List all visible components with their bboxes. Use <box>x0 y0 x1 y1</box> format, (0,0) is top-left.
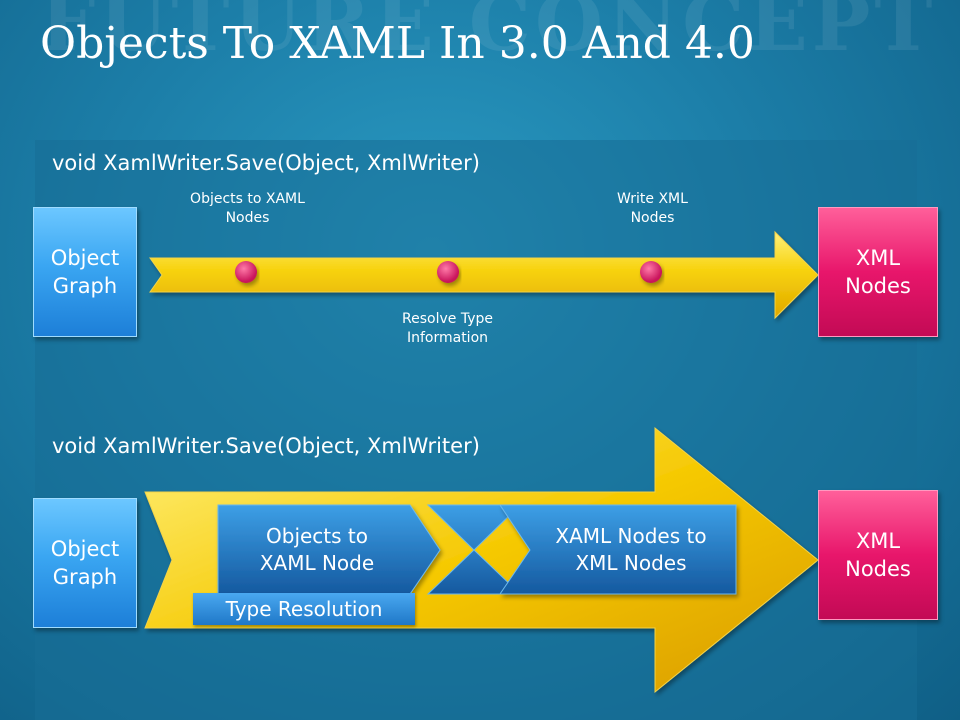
top-object-graph-box: Object Graph <box>33 207 137 337</box>
step-label-3: Write XML Nodes <box>617 191 688 226</box>
top-method-signature: void XamlWriter.Save(Object, XmlWriter) <box>52 151 480 175</box>
slide-title: Objects To XAML In 3.0 And 4.0 <box>40 18 755 69</box>
bottom-xml-nodes-box: XML Nodes <box>818 490 938 620</box>
step-label-2: Resolve Type Information <box>402 311 493 346</box>
stage-2-label: XAML Nodes to XML Nodes <box>555 523 707 575</box>
bottom-object-graph-box: Object Graph <box>33 498 137 628</box>
top-flow-arrow <box>149 230 819 320</box>
stage-1-label: Objects to XAML Node <box>259 523 375 575</box>
step-dot-3 <box>640 261 662 283</box>
stage-1-chevron <box>217 504 441 595</box>
type-resolution-label: Type Resolution <box>193 593 415 625</box>
stage-2-chevron <box>499 504 737 595</box>
top-xml-nodes-box: XML Nodes <box>818 207 938 337</box>
step-dot-2 <box>437 261 459 283</box>
bottom-method-signature: void XamlWriter.Save(Object, XmlWriter) <box>52 434 480 458</box>
step-dot-1 <box>235 261 257 283</box>
watermark-text: FUTURE CONCEPT <box>40 0 937 69</box>
step-label-1: Objects to XAML Nodes <box>190 191 305 226</box>
